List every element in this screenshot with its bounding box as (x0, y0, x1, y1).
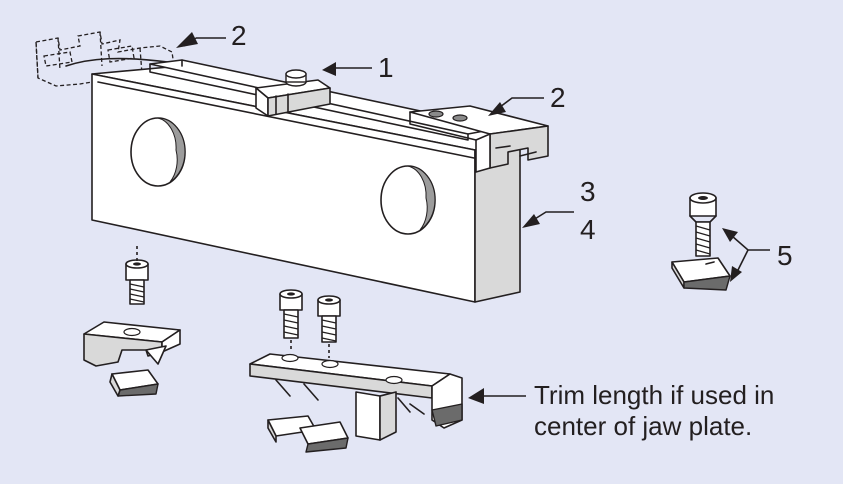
leader-5 (722, 228, 770, 282)
screw-key-kit (671, 192, 731, 291)
rail-clamp-end (409, 105, 549, 173)
callout-1: 1 (378, 52, 394, 83)
leader-1 (322, 62, 372, 76)
rail-clamp-small (255, 69, 331, 117)
leader-2-top (176, 32, 226, 48)
leader-2-right (488, 97, 544, 116)
trim-note-line-2: center of jaw plate. (534, 411, 753, 441)
leader-3-4 (522, 211, 574, 228)
callout-2-right: 2 (550, 82, 566, 113)
large-clamp-assembly (249, 289, 463, 453)
callout-2-top: 2 (231, 20, 247, 51)
trim-note-line-1: Trim length if used in (534, 380, 775, 410)
jaw-hole-right (380, 165, 436, 235)
jaw-hole-left (130, 117, 186, 187)
callout-5: 5 (777, 240, 793, 271)
small-clamp-assembly (83, 246, 181, 397)
trim-note: Trim length if used in center of jaw pla… (534, 380, 774, 442)
callout-3: 3 (580, 176, 596, 207)
phantom-clamp-outline (35, 31, 175, 87)
leader-trim (468, 388, 526, 404)
callout-4: 4 (580, 214, 596, 245)
